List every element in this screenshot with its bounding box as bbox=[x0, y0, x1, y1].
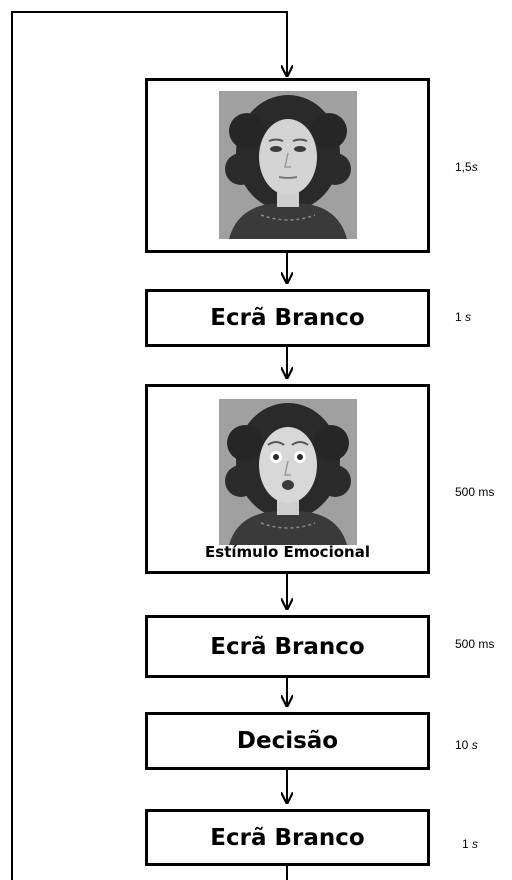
loop-back-line bbox=[11, 11, 287, 880]
neutral-face-image bbox=[219, 91, 357, 239]
step-neutral-face-box bbox=[145, 78, 430, 253]
duration-value: 500 bbox=[455, 637, 476, 651]
step-blank-screen-1-box: Ecrã Branco bbox=[145, 289, 430, 347]
step-label: Ecrã Branco bbox=[210, 824, 365, 851]
step-emotional-stimulus-box: Estímulo Emocional bbox=[145, 384, 430, 574]
duration-step-3: 500 ms bbox=[455, 485, 494, 499]
duration-unit: ms bbox=[478, 485, 495, 499]
step-blank-screen-2-box: Ecrã Branco bbox=[145, 615, 430, 678]
duration-step-2: 1 s bbox=[455, 310, 471, 324]
duration-value: 1 bbox=[462, 837, 469, 851]
duration-step-4: 500 ms bbox=[455, 637, 494, 651]
duration-value: 1,5 bbox=[455, 160, 472, 174]
duration-step-1: 1,5s bbox=[455, 160, 478, 174]
step-label: Ecrã Branco bbox=[210, 633, 365, 660]
duration-unit: ms bbox=[478, 637, 495, 651]
duration-unit: s bbox=[472, 837, 479, 851]
duration-value: 1 bbox=[455, 310, 462, 324]
duration-unit: s bbox=[471, 738, 478, 752]
emotional-stimulus-label: Estímulo Emocional bbox=[205, 543, 370, 561]
step-blank-screen-3-box: Ecrã Branco bbox=[145, 809, 430, 866]
step-decision-box: Decisão bbox=[145, 712, 430, 770]
duration-step-5: 10 s bbox=[455, 738, 478, 752]
emotional-face-image bbox=[219, 399, 357, 545]
duration-unit: s bbox=[471, 160, 478, 174]
neutral-face-icon bbox=[219, 91, 357, 239]
step-label: Decisão bbox=[236, 728, 339, 754]
fearful-face-icon bbox=[219, 399, 357, 545]
duration-value: 500 bbox=[455, 485, 476, 499]
step-label: Ecrã Branco bbox=[210, 305, 365, 331]
duration-step-6: 1 s bbox=[462, 837, 478, 851]
duration-unit: s bbox=[465, 310, 472, 324]
duration-value: 10 bbox=[455, 738, 469, 752]
